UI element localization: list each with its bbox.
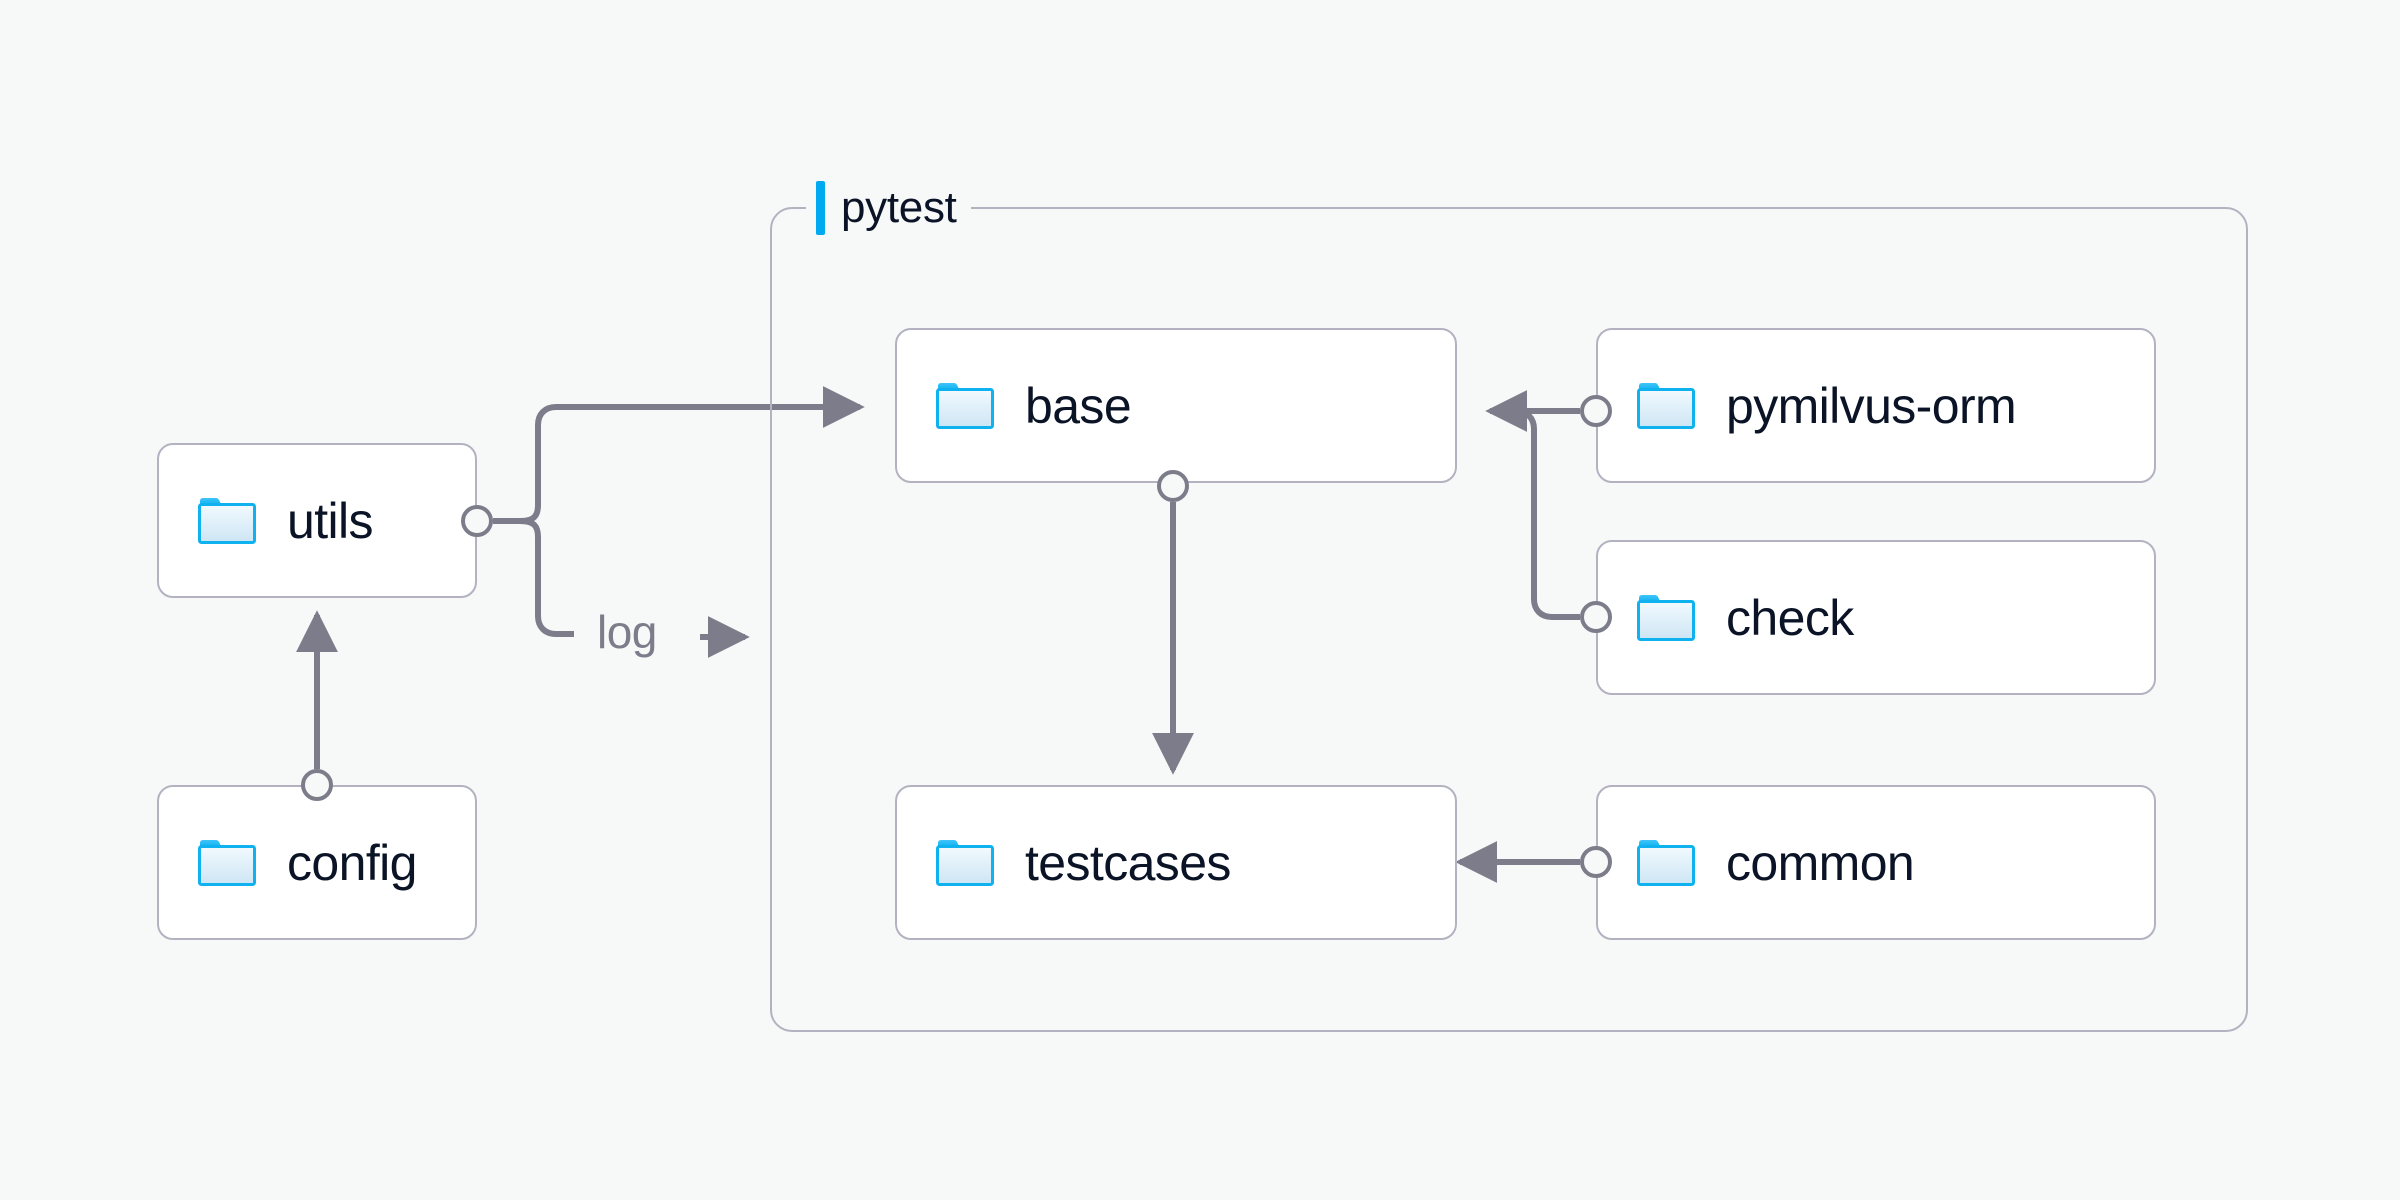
node-utils-label: utils: [287, 492, 374, 549]
accent-bar-icon: [816, 181, 825, 235]
folder-icon: [1637, 382, 1695, 429]
folder-icon: [936, 839, 994, 886]
node-config[interactable]: config: [157, 785, 477, 940]
common-left-port[interactable]: [1580, 846, 1612, 878]
node-base[interactable]: base: [895, 328, 1457, 483]
node-check[interactable]: check: [1596, 540, 2156, 695]
pytest-group-label: pytest: [806, 180, 971, 236]
folder-icon: [1637, 594, 1695, 641]
pymilvus-orm-left-port[interactable]: [1580, 395, 1612, 427]
folder-icon: [1637, 839, 1695, 886]
folder-icon: [198, 839, 256, 886]
wire-utils-to-log: [519, 518, 574, 637]
node-testcases-label: testcases: [1025, 834, 1231, 891]
base-bottom-port[interactable]: [1157, 470, 1189, 502]
node-config-label: config: [287, 834, 417, 891]
node-check-label: check: [1726, 589, 1854, 646]
node-testcases[interactable]: testcases: [895, 785, 1457, 940]
node-base-label: base: [1025, 377, 1132, 434]
folder-icon: [936, 382, 994, 429]
utils-right-port[interactable]: [461, 505, 493, 537]
node-common[interactable]: common: [1596, 785, 2156, 940]
check-left-port[interactable]: [1580, 601, 1612, 633]
pytest-group[interactable]: [770, 207, 2248, 1032]
node-pymilvus-orm-label: pymilvus-orm: [1726, 377, 2017, 434]
node-common-label: common: [1726, 834, 1915, 891]
folder-icon: [198, 497, 256, 544]
node-pymilvus-orm[interactable]: pymilvus-orm: [1596, 328, 2156, 483]
node-utils[interactable]: utils: [157, 443, 477, 598]
pytest-group-label-text: pytest: [841, 183, 957, 232]
edge-label-log: log: [597, 606, 657, 658]
config-top-port[interactable]: [301, 769, 333, 801]
